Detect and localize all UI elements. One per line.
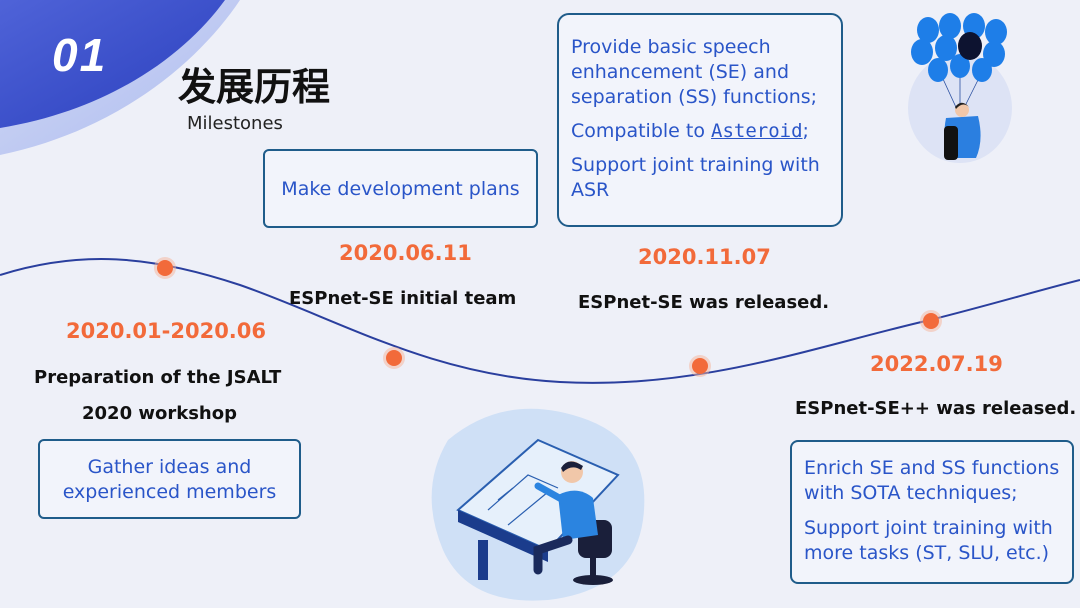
milestone-2-box: Make development plans <box>263 149 538 228</box>
milestone-4-date: 2022.07.19 <box>870 352 1003 376</box>
page-subtitle: Milestones <box>187 113 283 134</box>
milestone-3-box-p2-prefix: Compatible to <box>571 120 712 142</box>
milestone-3-box: Provide basic speech enhancement (SE) an… <box>557 13 843 227</box>
milestone-4-box: Enrich SE and SS functions with SOTA tec… <box>790 440 1074 584</box>
timeline-dot <box>383 347 405 369</box>
milestone-3-event: ESPnet-SE was released. <box>578 292 830 313</box>
asteroid-link[interactable]: Asteroid <box>711 120 803 142</box>
milestone-1-event-line2: 2020 workshop <box>82 403 237 424</box>
milestone-3-box-p2-suffix: ; <box>802 120 809 142</box>
designer-illustration <box>431 408 645 601</box>
milestone-4-box-p2: Support joint training with more tasks (… <box>804 517 1053 564</box>
milestone-2-box-text: Make development plans <box>281 178 520 200</box>
milestone-1-box-line1: Gather ideas and <box>87 456 252 478</box>
timeline-dot <box>154 257 176 279</box>
page-title: 发展历程 <box>178 65 331 109</box>
corner-decoration <box>0 0 240 155</box>
milestone-4-box-p1: Enrich SE and SS functions with SOTA tec… <box>804 457 1060 504</box>
milestone-1-box-line2: experienced members <box>62 481 277 503</box>
section-number: 01 <box>52 29 108 81</box>
milestone-1-box: Gather ideas and experienced members <box>38 439 301 519</box>
timeline-dot <box>920 310 942 332</box>
balloons-illustration <box>908 13 1012 163</box>
milestone-3-date: 2020.11.07 <box>638 245 771 269</box>
milestone-2-date: 2020.06.11 <box>339 241 472 265</box>
timeline-dot <box>689 355 711 377</box>
milestone-1-event-line1: Preparation of the JSALT <box>34 367 282 388</box>
milestone-3-box-p3: Support joint training with ASR <box>571 154 820 201</box>
milestone-3-box-p1: Provide basic speech enhancement (SE) an… <box>571 36 818 108</box>
milestone-4-event: ESPnet-SE++ was released. <box>795 398 1077 419</box>
milestone-3-box-p2: Compatible to Asteroid; <box>571 119 833 144</box>
milestone-2-event: ESPnet-SE initial team <box>289 288 517 309</box>
milestone-1-date: 2020.01-2020.06 <box>66 319 267 343</box>
